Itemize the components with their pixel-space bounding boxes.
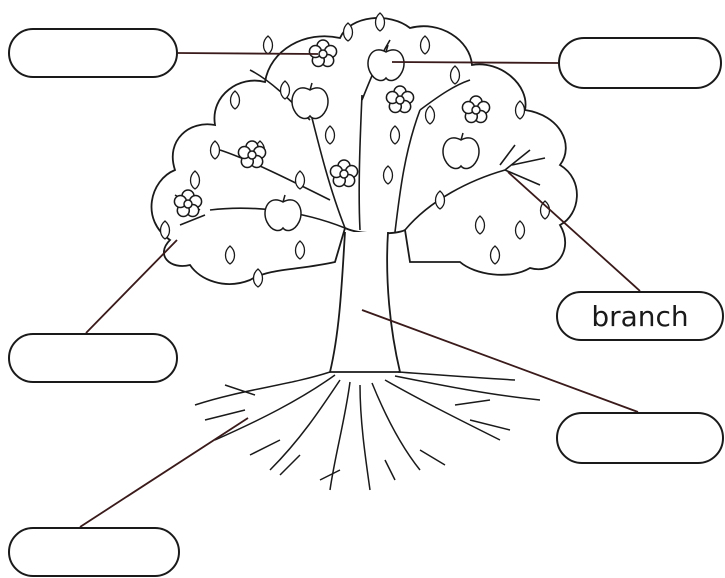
leader-line-top-right	[392, 62, 558, 63]
tree-trunk	[330, 232, 400, 372]
leader-line-middle-left	[86, 240, 177, 333]
label-box-middle-right[interactable]: branch	[556, 291, 724, 341]
leader-line-top-left	[178, 53, 318, 54]
leader-line-bottom-left	[80, 418, 248, 527]
label-box-bottom-right[interactable]	[556, 412, 724, 464]
label-box-top-right[interactable]	[558, 37, 722, 89]
label-box-top-left[interactable]	[8, 28, 178, 78]
label-box-bottom-left[interactable]	[8, 527, 180, 577]
label-box-middle-left[interactable]	[8, 333, 178, 383]
tree-roots	[195, 372, 540, 490]
